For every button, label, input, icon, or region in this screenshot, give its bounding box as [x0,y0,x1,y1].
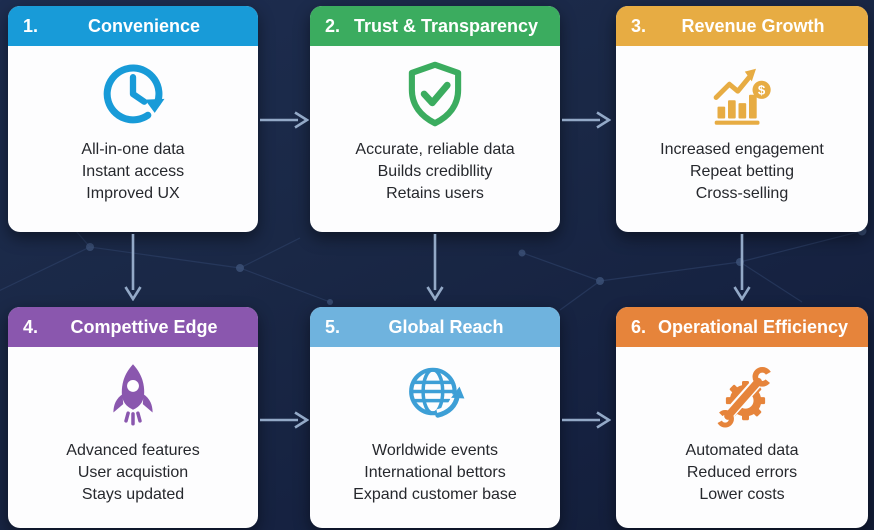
card-number: 5. [325,316,341,337]
card-line: Advanced features [66,442,200,459]
card-title: Revenue Growth [681,15,825,36]
growth-chart-dollar-icon: $ [705,58,779,130]
card-title: Operational Efficiency [657,316,849,337]
arrow-5-to-6 [561,409,612,436]
card-competitive-edge: 4. Compettive Edge Advanced features Use… [8,307,258,528]
card-convenience: 1. Convenience All-in-one data Instant a… [8,6,258,232]
card-number: 6. [631,316,647,337]
arrow-1-to-4 [122,233,144,306]
card-line: Reduced errors [686,463,798,481]
card-line: Stays updated [81,485,185,503]
card-header: 6. Operational Efficiency [616,307,868,347]
card-title: Compettive Edge [70,316,218,337]
card-title: Trust & Transparency [353,15,539,36]
card-line: Improved UX [86,184,180,202]
shield-check-icon [401,58,469,130]
card-header: 1. Convenience [8,6,258,46]
card-line: Cross-selling [695,184,789,202]
dollar-symbol: $ [758,82,766,97]
card-number: 2. [325,15,341,36]
clock-history-icon [98,58,168,130]
arrow-2-to-5 [424,233,446,306]
card-line: Lower costs [699,485,785,503]
card-operational-efficiency: 6. Operational Efficiency [616,307,868,528]
card-header: 2. Trust & Transparency [310,6,560,46]
card-line: Expand customer base [353,485,517,503]
arrow-3-to-6 [731,233,753,306]
card-line: International bettors [364,463,506,481]
card-title: Convenience [87,15,201,36]
card-trust-transparency: 2. Trust & Transparency Accurate, reliab… [310,6,560,232]
card-line: Retains users [386,184,484,202]
card-number: 1. [23,15,39,36]
card-line: Automated data [685,442,799,459]
card-header: 4. Compettive Edge [8,307,258,347]
card-line: Worldwide events [372,442,498,459]
card-line: Instant access [81,162,185,180]
arrow-4-to-5 [259,409,310,436]
rocket-icon [98,359,168,431]
gear-wrench-icon [706,359,778,431]
card-line: Increased engagement [660,141,824,158]
card-header: 5. Global Reach [310,307,560,347]
card-title: Global Reach [388,316,504,337]
card-number: 4. [23,316,39,337]
arrow-1-to-2 [259,109,310,136]
card-line: User acquistion [77,463,189,481]
arrow-2-to-3 [561,109,612,136]
card-revenue-growth: 3. Revenue Growth $ Increased engagemen [616,6,868,232]
card-line: Builds credibllity [377,162,493,180]
card-line: All-in-one data [81,141,185,158]
card-line: Accurate, reliable data [355,141,515,158]
card-line: Repeat betting [689,162,795,180]
card-global-reach: 5. Global Reach Worldwide events Interna… [310,307,560,528]
card-header: 3. Revenue Growth [616,6,868,46]
card-number: 3. [631,15,647,36]
globe-arrow-icon [399,359,471,431]
